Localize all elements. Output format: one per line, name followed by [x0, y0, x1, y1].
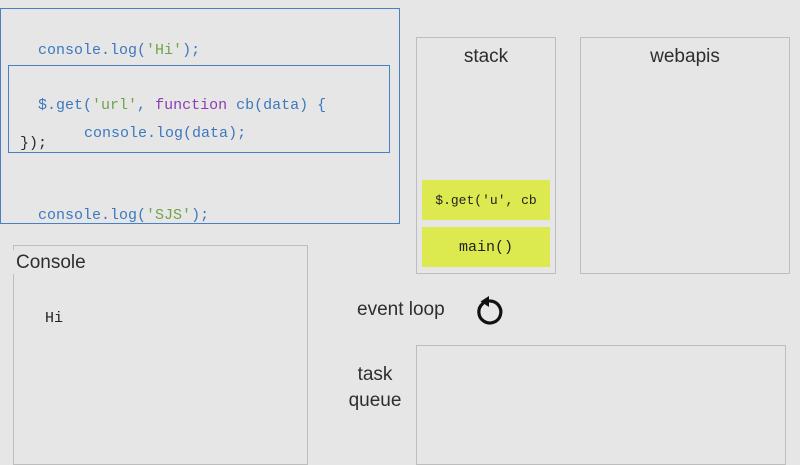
code-token: ) { [299, 97, 327, 114]
stack-frame-main: main() [422, 227, 550, 267]
stack-title: stack [463, 46, 509, 67]
task-queue-label-line1: task [357, 364, 393, 385]
console-label: Console [8, 250, 92, 274]
code-token: console.log( [84, 125, 193, 142]
event-loop-label: event loop [357, 299, 445, 320]
code-token: , [137, 97, 156, 114]
console-output: Hi [45, 310, 64, 327]
task-queue-panel [416, 345, 786, 465]
code-token: ); [191, 207, 210, 224]
code-token: 'Hi' [146, 42, 183, 59]
code-token: console.log( [38, 42, 147, 59]
task-queue-label-line2: queue [348, 390, 402, 411]
console-panel [13, 245, 308, 465]
code-line-console-data: console.log(data); [66, 108, 246, 142]
code-line-get: $.get('url', function cb(data) { [20, 80, 326, 114]
code-token: 'url' [92, 97, 138, 114]
webapis-panel [580, 37, 790, 274]
code-token: $.get( [38, 97, 93, 114]
webapis-title: webapis [650, 46, 720, 67]
code-line-console-sjs: console.log('SJS'); [20, 190, 209, 224]
code-token: ); [228, 125, 247, 142]
code-token: cb( [227, 97, 264, 114]
code-token: 'SJS' [146, 207, 192, 224]
code-token: ); [182, 42, 201, 59]
code-token: data [263, 97, 300, 114]
code-keyword: function [155, 97, 228, 114]
refresh-icon [477, 296, 503, 325]
callback-highlight-box [8, 65, 390, 153]
stack-frame-get: $.get('u', cb [422, 180, 550, 220]
code-token: console.log( [38, 207, 147, 224]
code-line-close: }); [20, 135, 48, 152]
code-panel [0, 8, 400, 224]
code-line-console-hi: console.log('Hi'); [20, 25, 200, 59]
stack-panel [416, 37, 556, 274]
code-token: data [192, 125, 229, 142]
task-queue-label: task queue [340, 362, 410, 414]
